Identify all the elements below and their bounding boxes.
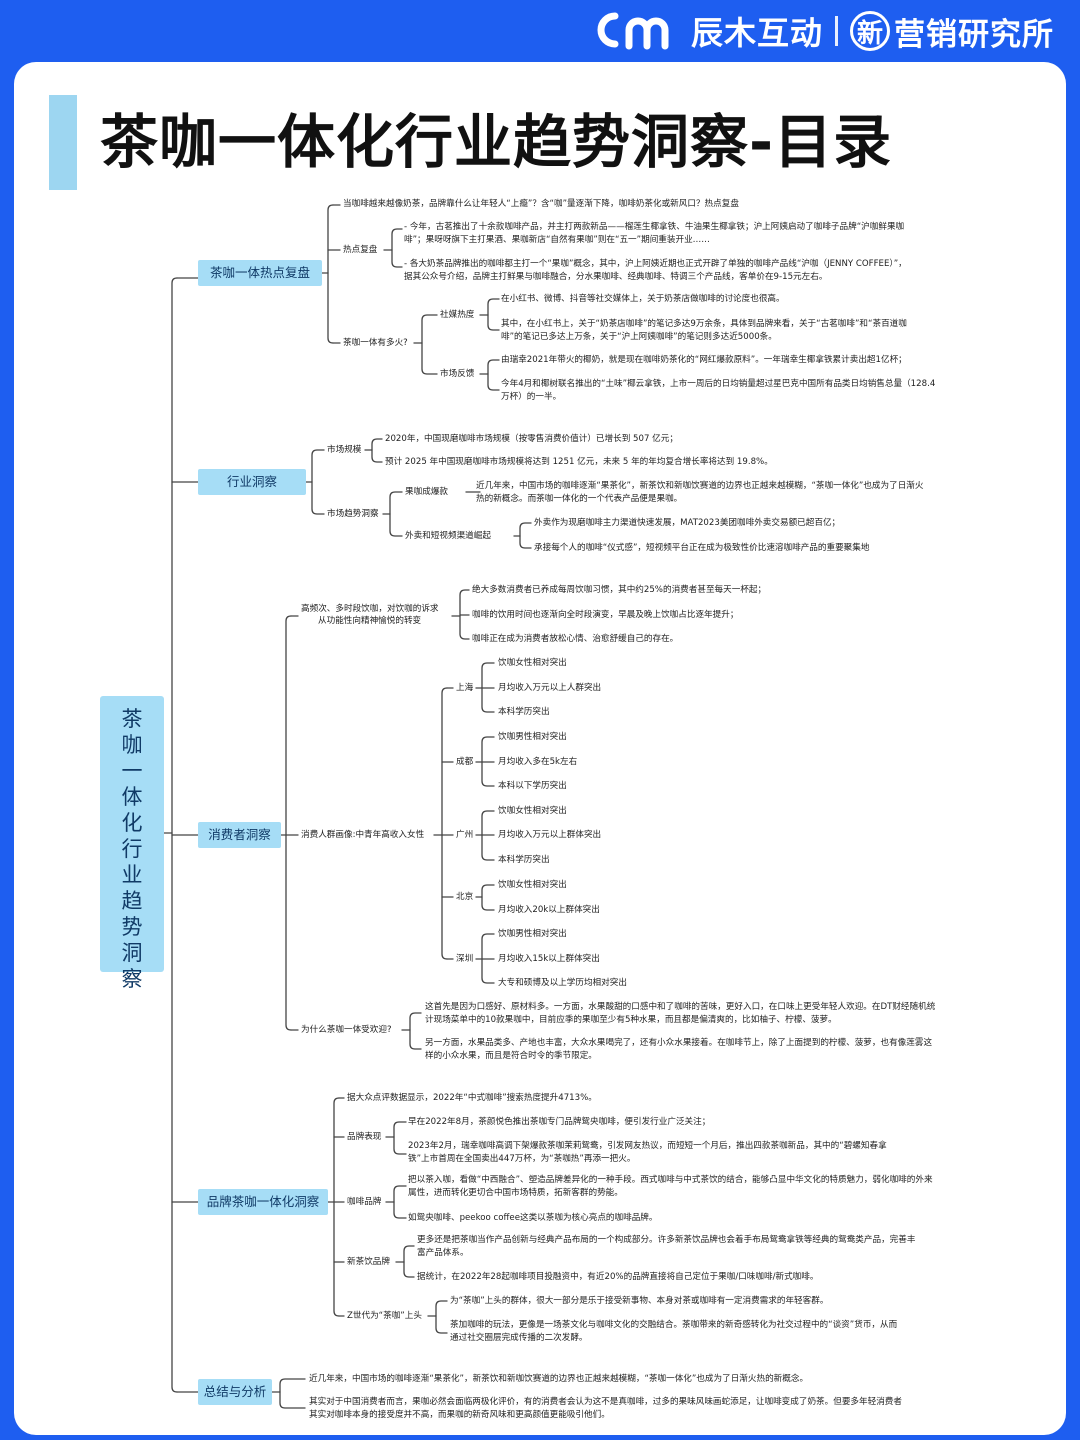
s1-market-label: 市场反馈 — [440, 369, 475, 379]
s1-hot-label: 热点复盘 — [343, 245, 378, 255]
city-label: 广州 — [456, 830, 474, 840]
branch-hotspot-review: 茶咖一体热点复盘 — [198, 260, 322, 286]
s2-channel-text-2: 承接每个人的咖啡“仪式感”，短视频平台正在成为极致性价比速溶咖啡产品的重要聚集地 — [534, 543, 870, 553]
city-trait: 饮咖女性相对突出 — [498, 806, 567, 816]
s3-why-text-1: 这首先是因为口感好、原材料多。一方面，水果酸甜的口感中和了咖啡的苦味，更好入口，… — [425, 1002, 936, 1025]
brand-divider — [835, 16, 838, 46]
s1-howhot-label: 茶咖一体有多火? — [343, 338, 408, 348]
s1-hot-text-1: - 今年，古茗推出了十余款咖啡产品，并主打两款新品——榴莲生椰拿铁、牛油果生椰拿… — [404, 222, 905, 245]
s3-persona-label: 消费人群画像:中青年高收入女性 — [301, 830, 425, 840]
s4-perf-label: 品牌表现 — [347, 1132, 382, 1142]
s2-scale-label: 市场规模 — [327, 445, 362, 455]
s2-scale-text-1: 2020年，中国现磨咖啡市场规模（按零售消费价值计）已增长到 507 亿元； — [385, 434, 678, 444]
s2-fruit-label: 果咖成爆款 — [405, 487, 448, 497]
s3-freq-label-2: 从功能性向精神愉悦的转变 — [318, 616, 422, 626]
s1-market-text-1: 由瑞幸2021年带火的椰奶，就是现在咖啡奶茶化的“网红爆款原料”。一年瑞幸生椰拿… — [501, 355, 907, 365]
s3-freq-label-1: 高频次、多时段饮咖，对饮咖的诉求 — [301, 604, 439, 614]
s4-tea-text-2: 据统计，在2022年28起咖啡项目投融资中，有近20%的品牌直接将自己定位于果咖… — [417, 1272, 819, 1282]
branch-brand-insight: 品牌茶咖一体化洞察 — [198, 1189, 328, 1215]
mindmap-connectors — [163, 204, 532, 1409]
s5-summary-2: 其实对于中国消费者而言，果咖必然会面临两极化评价，有的消费者会认为这不是真咖啡，… — [309, 1397, 902, 1420]
s4-z-label: Z世代为“茶咖”上头 — [347, 1311, 422, 1321]
city-label: 成都 — [456, 757, 474, 767]
s2-fruit-text: 近几年来，中国市场的咖啡逐渐“果茶化”，新茶饮和新咖饮赛道的边界也正越来越模糊，… — [476, 481, 924, 504]
brand-logo-icon — [597, 12, 669, 50]
s4-tea-text-1: 更多还是把茶咖当作产品创新与经典产品布局的一个构成部分。许多新茶饮品牌也会着手布… — [417, 1235, 916, 1258]
branch-summary: 总结与分析 — [198, 1379, 272, 1405]
s2-channel-label: 外卖和短视频渠道崛起 — [405, 531, 491, 541]
s4-perf-text-1: 早在2022年8月，茶颜悦色推出茶咖专门品牌鸳央咖啡，便引发行业广泛关注； — [408, 1117, 711, 1127]
brand-header: 辰木互动 新 营销研究所 — [597, 8, 1054, 54]
s4-dianping-stat: 据大众点评数据显示，2022年“中式咖啡”搜索热度提升4713%。 — [347, 1093, 597, 1103]
brand-company-name: 辰木互动 — [690, 14, 823, 52]
city-label: 深圳 — [456, 954, 474, 964]
brand-institute-name: 营销研究所 — [894, 16, 1054, 53]
content-card: 茶咖一体化行业趋势洞察-目录 — [14, 62, 1066, 1435]
branch-consumer-insight: 消费者洞察 — [198, 822, 281, 848]
city-trait: 大专和硕博及以上学历均相对突出 — [498, 978, 627, 988]
s3-why-label: 为什么茶咖一体受欢迎? — [301, 1025, 392, 1035]
s3-freq-text-2: 咖啡的饮用时间也逐渐向全时段演变，早晨及晚上饮咖占比逐年提升； — [472, 610, 739, 620]
city-trait: 月均收入万元以上群体突出 — [498, 830, 602, 840]
s3-freq-text-3: 咖啡正在成为消费者放松心情、治愈舒缓自己的存在。 — [472, 634, 679, 644]
s4-coffee-text-1: 把以茶入咖，看做“中西融合”、塑造品牌差异化的一种手段。西式咖啡与中式茶饮的结合… — [408, 1175, 933, 1198]
city-label: 上海 — [456, 683, 474, 693]
s1-hot-text-2: - 各大奶茶品牌推出的咖啡都主打一个“果咖”概念，其中，沪上阿姨近期也正式开辟了… — [404, 259, 907, 282]
s4-z-text-1: 为“茶咖”上头的群体，很大一部分是乐于接受新事物、本身对茶或咖啡有一定消费需求的… — [450, 1296, 829, 1306]
city-label: 北京 — [456, 892, 474, 902]
city-trait: 饮咖男性相对突出 — [498, 732, 567, 742]
s2-channel-text-1: 外卖作为现磨咖啡主力渠道快速发展，MAT2023美团咖啡外卖交易额已超百亿； — [534, 518, 841, 528]
page-title: 茶咖一体化行业趋势洞察-目录 — [100, 108, 893, 176]
s5-summary-1: 近几年来，中国市场的咖啡逐渐“果茶化”，新茶饮和新咖饮赛道的边界也正越来越模糊，… — [309, 1374, 809, 1384]
s1-social-label: 社媒热度 — [440, 310, 475, 320]
s2-trend-label: 市场趋势洞察 — [327, 509, 379, 519]
branch-industry-insight: 行业洞察 — [198, 469, 306, 495]
title-accent-bar — [49, 95, 77, 190]
city-trait: 饮咖女性相对突出 — [498, 658, 567, 668]
city-trait: 月均收入万元以上人群突出 — [498, 683, 602, 693]
s1-question: 当咖啡越来越像奶茶，品牌靠什么让年轻人“上瘾”？含“咖”量逐渐下降，咖啡奶茶化或… — [343, 199, 739, 209]
s3-why-text-2: 另一方面，水果品类多、产地也丰富，大众水果喝完了，还有小众水果接着。在咖啡节上，… — [425, 1038, 933, 1061]
root-label: 茶咖一体化行业趋势洞察 — [121, 707, 143, 991]
s4-perf-text-2: 2023年2月，瑞幸咖啡高调下架爆款茶咖茉莉鸳鸯，引发网友热议，而短短一个月后，… — [408, 1141, 887, 1164]
city-trait: 本科以下学历突出 — [498, 781, 567, 791]
s4-z-text-2: 茶加咖啡的玩法，更像是一场茶文化与咖啡文化的交融结合。茶咖带来的新奇感转化为社交… — [450, 1320, 898, 1343]
city-trait: 月均收入15k以上群体突出 — [498, 954, 600, 964]
city-trait: 本科学历突出 — [498, 707, 550, 717]
city-trait: 本科学历突出 — [498, 855, 550, 865]
s3-freq-text-1: 绝大多数消费者已养成每周饮咖习惯，其中约25%的消费者甚至每天一杯起； — [472, 585, 767, 595]
s1-social-text-2: 其中，在小红书上，关于“奶茶店咖啡”的笔记多达9万余条，具体到品牌来看，关于“古… — [501, 319, 907, 342]
city-trait: 饮咖女性相对突出 — [498, 880, 567, 890]
mindmap-root: 茶咖一体化行业趋势洞察 — [100, 696, 164, 991]
s1-social-text-1: 在小红书、微博、抖音等社交媒体上，关于奶茶店做咖啡的讨论度也很高。 — [501, 294, 785, 304]
city-trait: 月均收入多在5k左右 — [498, 757, 578, 767]
brand-circle-badge: 新 — [850, 11, 890, 51]
s2-scale-text-2: 预计 2025 年中国现磨咖啡市场规模将达到 1251 亿元，未来 5 年的年均… — [385, 457, 773, 467]
s4-tea-label: 新茶饮品牌 — [347, 1257, 390, 1267]
city-trait: 饮咖男性相对突出 — [498, 929, 567, 939]
s4-coffee-text-2: 如鸳央咖啡、peekoo coffee这类以茶咖为核心亮点的咖啡品牌。 — [408, 1213, 658, 1223]
s1-market-text-2: 今年4月和椰树联名推出的“土味”椰云拿铁，上市一周后的日均销量超过星巴克中国所有… — [501, 379, 936, 402]
s4-coffee-label: 咖啡品牌 — [347, 1197, 382, 1207]
city-trait: 月均收入20k以上群体突出 — [498, 905, 600, 915]
